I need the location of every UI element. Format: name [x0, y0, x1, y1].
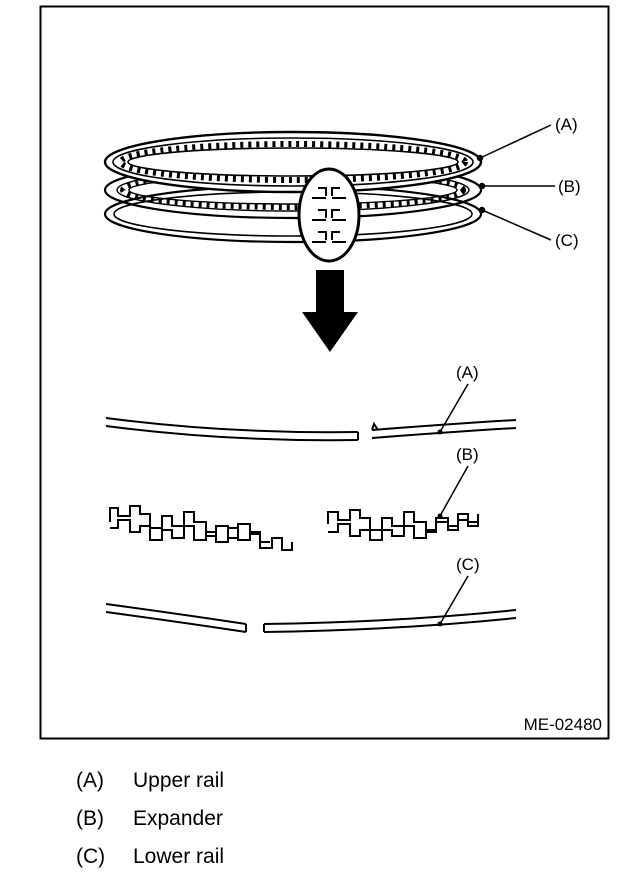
- legend-key: (B): [76, 807, 104, 830]
- legend-key: (C): [76, 845, 106, 868]
- detail-expander: [109, 505, 479, 551]
- oil-ring-diagram: (A) (B) (C) (A) (B) (C) ME-02480: [39, 5, 610, 740]
- callout-detail-c: (C): [456, 555, 480, 574]
- legend-item-upper-rail: (A) Upper rail: [76, 762, 224, 800]
- callout-top-c: (C): [555, 231, 579, 250]
- figure-frame: [39, 5, 610, 740]
- top-leaders: [476, 124, 555, 241]
- detail-upper-rail: [105, 417, 517, 442]
- figure-id: ME-02480: [524, 715, 602, 734]
- leader-dot-detail-b: [437, 513, 443, 519]
- down-arrow-icon: [302, 270, 358, 352]
- callout-detail-a: (A): [456, 363, 479, 382]
- leader-detail-b: [439, 465, 469, 517]
- gap-detail-circle: [297, 167, 361, 263]
- ring-lower-rail: [103, 184, 483, 244]
- legend-key: (A): [76, 769, 104, 792]
- legend-item-expander: (B) Expander: [76, 800, 224, 838]
- leader-dot-detail-a: [437, 429, 443, 435]
- leader-dot-detail-c: [437, 621, 443, 627]
- callout-detail-b: (B): [456, 445, 479, 464]
- detail-lower-rail: [105, 603, 517, 633]
- assembled-ring: [103, 130, 483, 244]
- callout-top-b: (B): [558, 177, 581, 196]
- legend-label: Lower rail: [133, 845, 225, 868]
- legend-label: Expander: [133, 807, 223, 830]
- callout-top-a: (A): [555, 115, 578, 134]
- leader-detail-a: [439, 383, 469, 433]
- legend-item-lower-rail: (C) Lower rail: [76, 838, 224, 876]
- legend: (A) Upper rail (B) Expander (C) Lower ra…: [76, 762, 224, 876]
- leader-detail-c: [439, 575, 469, 625]
- legend-label: Upper rail: [133, 769, 225, 792]
- ring-upper-rail: [103, 130, 483, 194]
